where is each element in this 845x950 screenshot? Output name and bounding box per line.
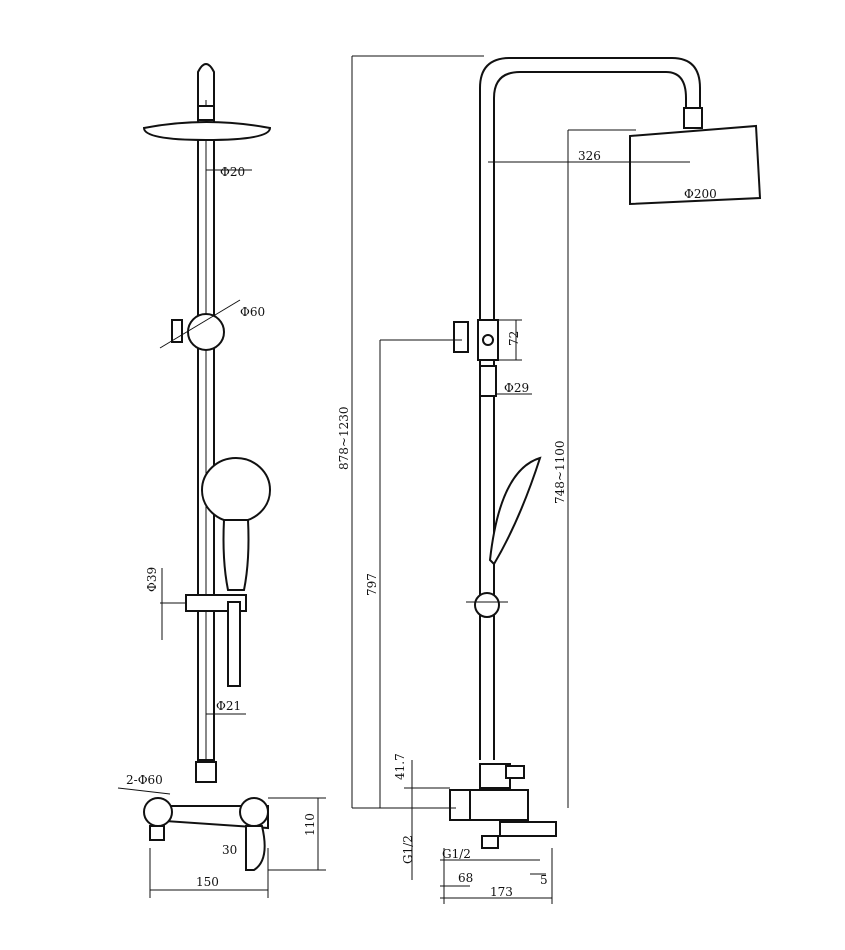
side-small-gap-label: 5 — [540, 873, 548, 887]
front-riser-pipe — [197, 63, 215, 770]
side-riser-dia-label: Φ29 — [504, 381, 529, 395]
side-shower-head — [629, 107, 762, 206]
front-holder — [159, 299, 241, 351]
front-valve-height-label: 110 — [303, 813, 317, 836]
front-valve-width-label: 150 — [196, 875, 219, 889]
front-bracket — [160, 594, 247, 687]
side-bracket — [474, 592, 500, 618]
front-dimension-lines — [117, 169, 326, 898]
side-hand-shower — [488, 456, 542, 566]
side-riser-arm — [479, 57, 701, 760]
side-overall-height-label: 878~1230 — [337, 407, 351, 471]
side-riser-height-label: 748~1100 — [553, 441, 567, 505]
side-inlet-thread-label: G1/2 — [401, 835, 415, 864]
side-holder-height-label: 72 — [507, 331, 521, 346]
side-lower-pipe — [479, 365, 497, 397]
front-handle-dia-label: Φ39 — [145, 567, 159, 592]
front-lower-pipe-dia-label: Φ21 — [216, 699, 241, 713]
side-holder-height-from-inlet-label: 797 — [365, 573, 379, 596]
front-escutcheon-label: 2-Φ60 — [126, 773, 163, 787]
side-holder — [453, 319, 499, 361]
side-arm-reach-label: 326 — [578, 149, 601, 163]
front-view: Φ20 Φ60 Φ39 Φ21 2-Φ60 110 30 150 — [117, 63, 326, 898]
side-depth-total-label: 173 — [490, 885, 513, 899]
side-view: 326 Φ200 72 Φ29 878~1230 748~1100 797 41… — [337, 55, 762, 904]
side-inlet-offset-label: 41.7 — [393, 753, 407, 780]
side-dimension-lines — [351, 55, 690, 904]
side-depth-small-label: 68 — [458, 871, 473, 885]
side-head-dia-label: Φ200 — [684, 187, 717, 201]
front-hand-shower — [201, 457, 271, 591]
front-mixer-valve — [143, 761, 269, 871]
side-bottom-thread-label: G1/2 — [442, 847, 471, 861]
front-holder-dia-label: Φ60 — [240, 305, 265, 319]
front-outlet-offset-label: 30 — [222, 843, 237, 857]
front-shower-head — [142, 105, 272, 142]
side-mixer — [449, 763, 557, 849]
front-head-dia-label: Φ20 — [220, 165, 245, 179]
